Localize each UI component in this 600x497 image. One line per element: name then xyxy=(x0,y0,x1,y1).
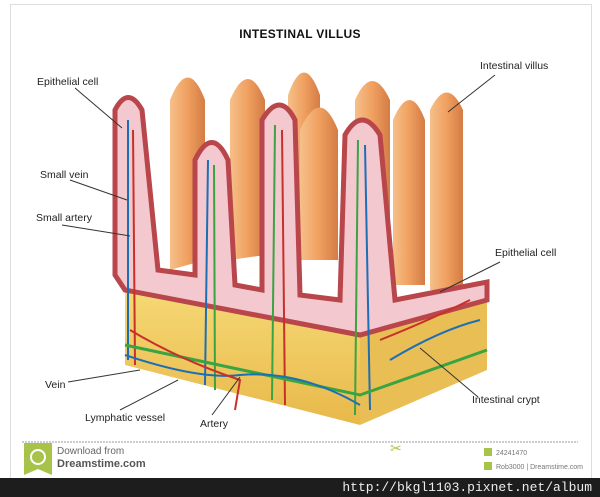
id-icon xyxy=(484,448,492,456)
tissue-side-face xyxy=(360,282,487,425)
url-bar: http://bkgl1103.pixnet.net/album xyxy=(0,478,600,497)
label-intestinal-crypt: Intestinal crypt xyxy=(472,394,540,406)
footer-download-from: Download from xyxy=(57,446,124,457)
label-lymphatic-vessel: Lymphatic vessel xyxy=(85,412,165,424)
label-epithelial-cell-left: Epithelial cell xyxy=(37,76,98,88)
dreamstime-logo-icon xyxy=(24,443,52,475)
author-icon xyxy=(484,462,492,470)
scissors-icon: ✂ xyxy=(390,440,402,456)
tissue-front-face xyxy=(125,275,360,425)
label-small-vein: Small vein xyxy=(40,169,89,181)
vessels xyxy=(124,120,488,416)
label-intestinal-villus: Intestinal villus xyxy=(480,60,548,72)
label-small-artery: Small artery xyxy=(36,212,93,224)
album-url: http://bkgl1103.pixnet.net/album xyxy=(342,480,592,495)
label-vein: Vein xyxy=(45,379,66,391)
lymphatic-vessel xyxy=(213,164,216,391)
footer-site: Dreamstime.com xyxy=(57,458,146,470)
footer-image-id: 24241470 xyxy=(496,450,527,457)
diagram-title: INTESTINAL VILLUS xyxy=(239,27,361,41)
label-epithelial-cell-right: Epithelial cell xyxy=(495,247,556,259)
small-artery xyxy=(132,129,136,366)
footer-credit: Rob3000 | Dreamstime.com xyxy=(496,464,583,471)
label-artery: Artery xyxy=(200,418,229,430)
leader-lines xyxy=(61,74,501,416)
cut-villi xyxy=(112,95,490,338)
